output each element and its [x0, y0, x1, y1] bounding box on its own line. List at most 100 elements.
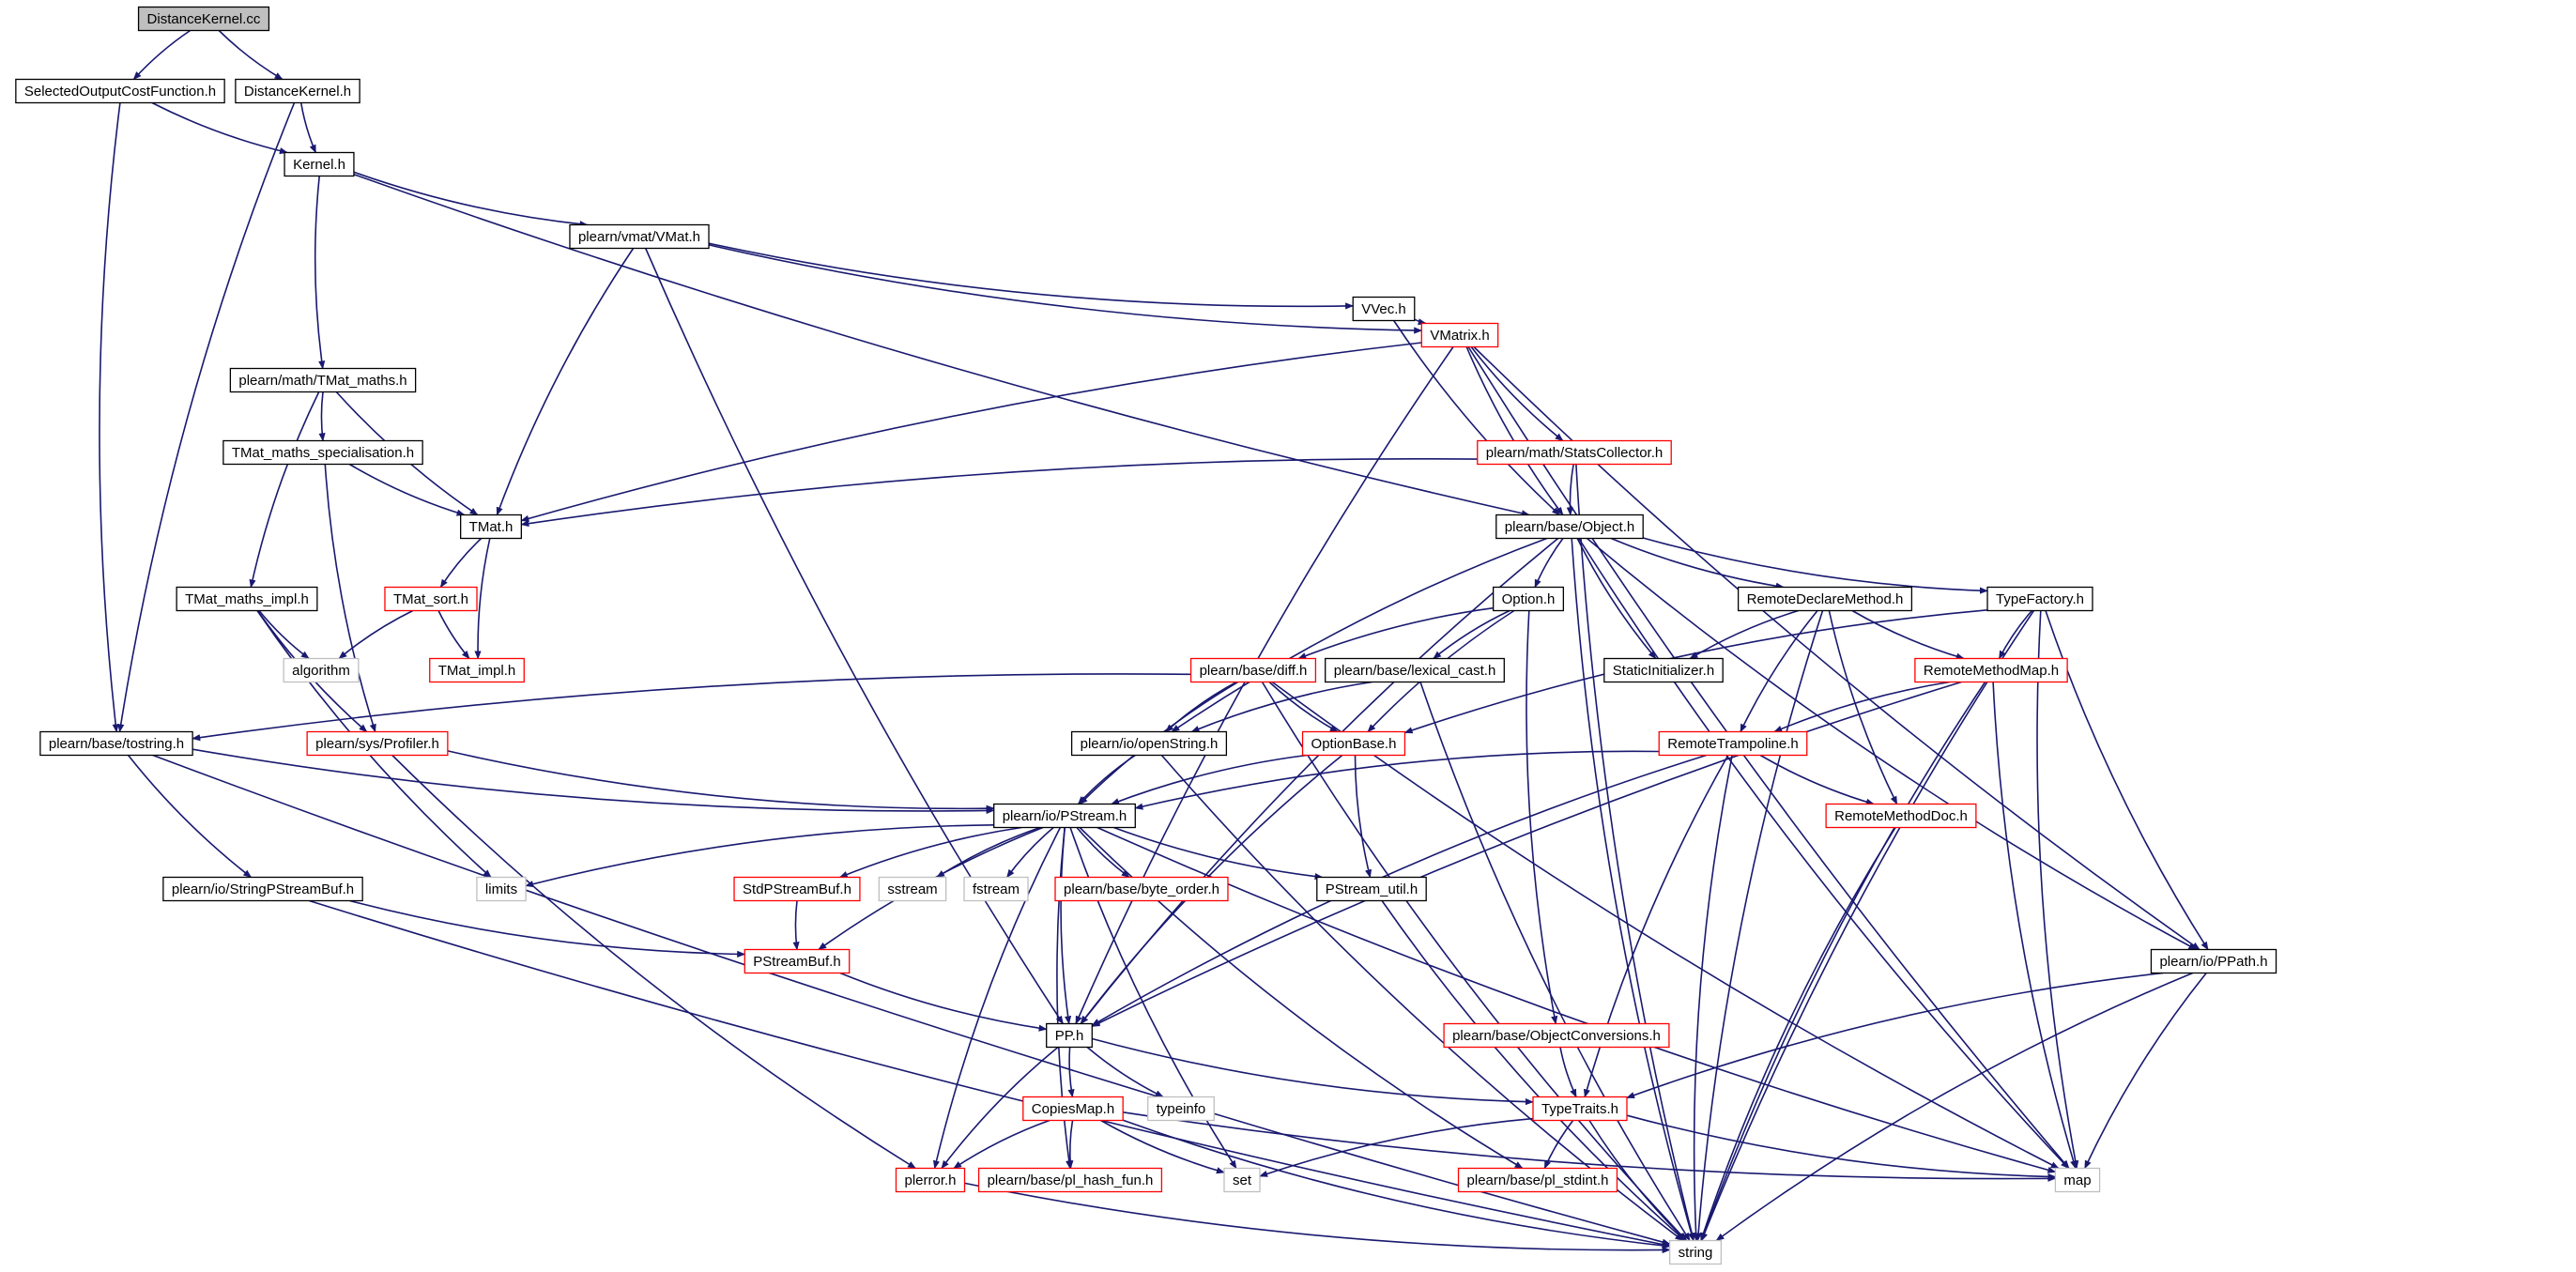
node-stdpstreambuf-h: StdPStreamBuf.h: [733, 876, 861, 902]
edge-copiesmap-h-to-pl-hash-fun-h: [1066, 1120, 1074, 1170]
node-stringpstreambuf-h: plearn/io/StringPStreamBuf.h: [162, 876, 363, 902]
node-box: [1669, 1239, 1722, 1265]
edge-pstream-h-to-stdpstreambuf-h: [838, 826, 1022, 879]
edge-tmat-maths-specialisation-h-to-profiler-h: [324, 464, 376, 733]
edge-kernel-h-to-vmat-h: [353, 171, 589, 228]
edge-pstream-h-to-map: [1096, 826, 2057, 1173]
node-label: map: [2063, 1172, 2091, 1188]
node-label: algorithm: [292, 663, 350, 679]
node-diff-h: plearn/base/diff.h: [1189, 657, 1317, 683]
node-label: typeinfo: [1157, 1101, 1206, 1117]
edge-typetraits-h-to-set: [1259, 1117, 1534, 1177]
node-pstream-util-h: PStream_util.h: [1316, 876, 1427, 902]
node-tmat-maths-specialisation-h: TMat_maths_specialisation.h: [222, 439, 423, 466]
node-label: TMat_sort.h: [393, 591, 468, 607]
edge-tmat-h-to-tmat-impl-h: [474, 538, 491, 660]
edge-remotetrampoline-h-to-typetraits-h: [1583, 755, 1729, 1098]
edge-typefactory-h-to-remotemethodmap-h: [1998, 609, 2033, 660]
node-label: plearn/base/lexical_cast.h: [1334, 663, 1496, 679]
node-box: [1070, 730, 1228, 757]
node-label: SelectedOutputCostFunction.h: [24, 84, 216, 100]
node-label: RemoteMethodDoc.h: [1834, 808, 1968, 824]
edge-tostring-h-to-stringpstreambuf-h: [127, 755, 253, 879]
node-copiesmap-h: CopiesMap.h: [1022, 1096, 1124, 1122]
edge-vmat-h-to-vvec-h: [708, 242, 1355, 310]
node-label: plearn/io/openString.h: [1081, 736, 1219, 752]
edge-option-h-to-objectconversions-h: [1526, 610, 1558, 1025]
edge-tmat-sort-h-to-algorithm: [338, 609, 414, 660]
node-pl-hash-fun-h: plearn/base/pl_hash_fun.h: [977, 1167, 1163, 1193]
edge-distancekernel-cc-to-distancekernel-h: [218, 29, 284, 81]
edge-option-h-to-lexical-cast-h: [1433, 609, 1510, 660]
edge-distancekernel-h-to-kernel-h: [299, 102, 317, 154]
node-byte-order-h: plearn/base/byte_order.h: [1054, 876, 1229, 902]
node-box: [1147, 1096, 1215, 1122]
edge-stdpstreambuf-h-to-pstreambuf-h: [792, 900, 800, 951]
node-box: [733, 876, 861, 902]
node-box: [1914, 657, 2068, 683]
node-box: [993, 803, 1136, 829]
node-box: [429, 657, 525, 683]
node-openstring-h: plearn/io/openString.h: [1070, 730, 1228, 757]
node-box: [162, 876, 363, 902]
edge-kernel-h-to-object-h: [353, 173, 1530, 517]
node-label: DistanceKernel.cc: [147, 11, 261, 27]
node-label: PStreamBuf.h: [753, 954, 840, 970]
node-box: [306, 730, 449, 757]
edge-pstream-h-to-byte-order-h: [1076, 826, 1130, 879]
edge-pstreambuf-h-to-pp-h: [839, 972, 1048, 1032]
edge-remotedeclaremethod-h-to-remotetrampoline-h: [1740, 609, 1818, 733]
edge-tmat-maths-specialisation-h-to-tmat-h: [348, 463, 466, 516]
node-label: set: [1233, 1172, 1252, 1188]
node-label: plearn/base/tostring.h: [49, 736, 184, 752]
edge-tostring-h-to-pstream-h: [192, 748, 995, 815]
node-label: plearn/io/StringPStreamBuf.h: [172, 881, 354, 897]
edge-selectedoutputcostfunction-h-to-tostring-h: [99, 102, 121, 733]
node-remotemethodmap-h: RemoteMethodMap.h: [1914, 657, 2068, 683]
edge-remotedeclaremethod-h-to-remotemethodmap-h: [1851, 609, 1965, 660]
node-label: OptionBase.h: [1311, 736, 1397, 752]
edge-typefactory-h-to-string: [1700, 610, 2035, 1242]
node-label: plearn/math/StatsCollector.h: [1486, 445, 1663, 461]
edge-tmat-maths-h-to-tmat-maths-specialisation-h: [318, 391, 326, 442]
node-fstream: fstream: [963, 876, 1029, 902]
edge-openstring-h-to-pstream-h: [1077, 754, 1136, 805]
edge-optionbase-h-to-pstream-h: [1111, 754, 1308, 805]
node-box: [1603, 657, 1724, 683]
edge-lexical-cast-h-to-openstring-h: [1190, 681, 1372, 733]
edge-stringpstreambuf-h-to-pstreambuf-h: [349, 899, 746, 958]
node-box: [476, 876, 527, 902]
node-label: plearn/base/diff.h: [1200, 663, 1308, 679]
node-label: Option.h: [1502, 591, 1556, 607]
edge-remotemethodmap-h-to-map: [1992, 682, 2078, 1170]
node-label: CopiesMap.h: [1032, 1101, 1114, 1117]
node-remotetrampoline-h: RemoteTrampoline.h: [1658, 730, 1808, 757]
edge-pp-h-to-copiesmap-h: [1067, 1047, 1075, 1098]
node-tostring-h: plearn/base/tostring.h: [39, 730, 193, 757]
edge-typetraits-h-to-map: [1626, 1114, 2057, 1181]
node-box: [137, 6, 270, 32]
node-label: PStream_util.h: [1326, 881, 1418, 897]
node-label: TypeFactory.h: [1996, 591, 2084, 607]
edge-typefactory-h-to-ppath-h: [2045, 610, 2209, 951]
edge-plerror-h-to-string: [964, 1182, 1671, 1254]
edge-statscollector-h-to-tmat-h: [520, 457, 1478, 528]
node-distancekernel-h: DistanceKernel.h: [235, 78, 360, 104]
node-optionbase-h: OptionBase.h: [1301, 730, 1406, 757]
edge-diff-h-to-tostring-h: [192, 673, 1191, 742]
edge-pstream-h-to-pp-h: [1060, 827, 1072, 1025]
node-pl-stdint-h: plearn/base/pl_stdint.h: [1457, 1167, 1618, 1193]
node-tmat-maths-impl-h: TMat_maths_impl.h: [176, 586, 318, 612]
node-statscollector-h: plearn/math/StatsCollector.h: [1477, 439, 1672, 466]
node-map: map: [2054, 1167, 2101, 1193]
node-label: plearn/base/pl_hash_fun.h: [988, 1172, 1154, 1188]
edge-object-h-to-staticinitializer-h: [1576, 538, 1657, 660]
edge-ppath-h-to-typetraits-h: [1626, 972, 2164, 1099]
node-label: plearn/base/byte_order.h: [1064, 881, 1219, 897]
edge-vmatrix-h-to-map: [1467, 346, 2070, 1170]
node-vmat-h: plearn/vmat/VMat.h: [569, 223, 710, 250]
edge-typefactory-h-to-map: [2036, 610, 2079, 1170]
node-pstreambuf-h: PStreamBuf.h: [744, 948, 851, 974]
node-label: DistanceKernel.h: [244, 84, 351, 100]
